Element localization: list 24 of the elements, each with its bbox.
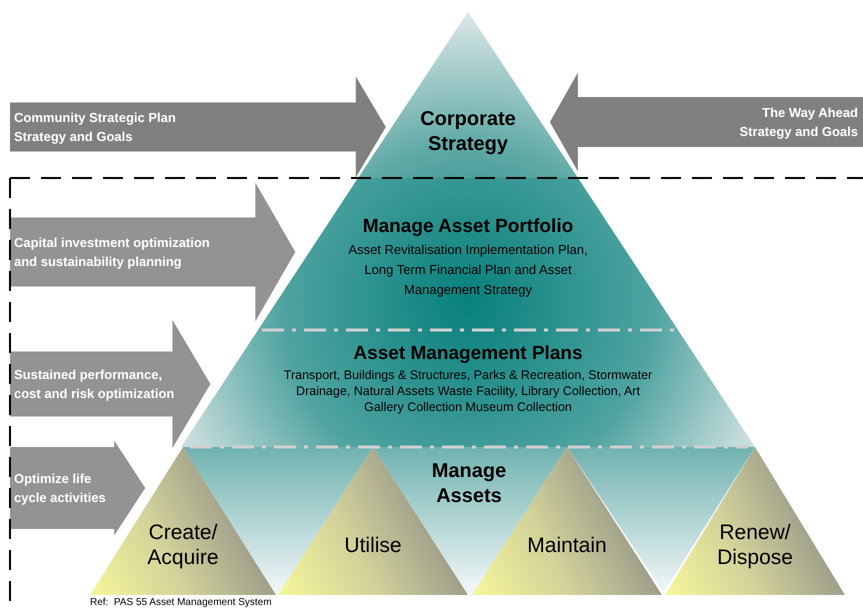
edge-label: Sustained performance, cost and risk optimization bbox=[14, 366, 176, 403]
layer-description: Transport, Buildings & Structures, Parks & Recreation, Stormwater Drainage, Natural Assets Waste Facility, Library Collection, Art Gallery Collection Museum Collection bbox=[282, 367, 654, 415]
triangle-label: Create/ Acquire bbox=[146, 520, 220, 570]
triangle-label: Maintain bbox=[527, 533, 607, 558]
pyramid-layer bbox=[358, 12, 578, 178]
layer-description: Asset Revitalisation Implementation Plan, Long Term Financial Plan and Asset Management Strategy bbox=[347, 241, 589, 299]
block-arrow bbox=[10, 76, 386, 178]
pyramid-layer bbox=[258, 178, 678, 330]
edge-label: Optimize life cycle activities bbox=[14, 470, 107, 507]
edge-label: The Way Ahead Strategy and Goals bbox=[738, 104, 858, 141]
reference-note: Ref: PAS 55 Asset Management System bbox=[90, 597, 272, 608]
triangle-label: Renew/ Dispose bbox=[716, 520, 794, 570]
edge-label: Community Strategic Plan Strategy and Goals bbox=[14, 109, 177, 146]
block-arrow bbox=[550, 72, 863, 172]
block-arrow bbox=[10, 320, 210, 448]
block-arrow bbox=[10, 182, 296, 322]
layer-title: Manage Asset Portfolio bbox=[362, 215, 574, 239]
edge-label: Capital investment optimization and sustainability planning bbox=[14, 234, 211, 271]
triangle-label: Utilise bbox=[344, 533, 402, 558]
layer-title: Asset Management Plans bbox=[353, 342, 583, 366]
block-arrow bbox=[10, 440, 146, 536]
layer-title: Manage Assets bbox=[430, 459, 508, 509]
layer-title: Corporate Strategy bbox=[419, 107, 517, 157]
triangle bbox=[665, 447, 845, 595]
